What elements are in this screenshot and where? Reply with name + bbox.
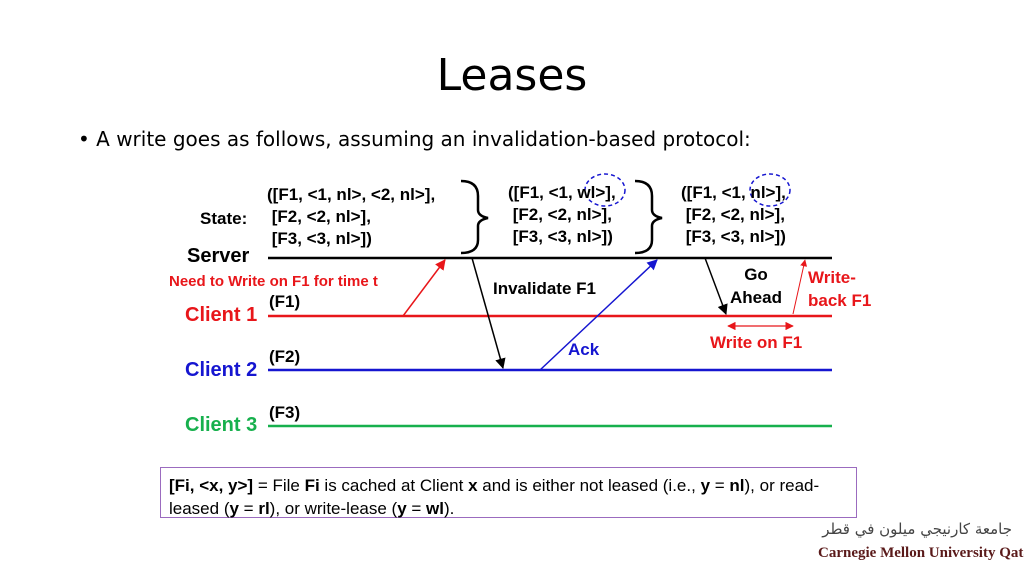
state-block-3: ([F1, <1, nl>], [F2, <2, nl>], [F3, <3, … bbox=[681, 182, 786, 248]
state-block-2: ([F1, <1, wl>], [F2, <2, nl>], [F3, <3, … bbox=[508, 182, 616, 248]
legend-nl: nl bbox=[729, 476, 745, 495]
invalidate-label: Invalidate F1 bbox=[493, 279, 596, 298]
state-2-line-1: ([F1, <1, wl>], bbox=[508, 183, 616, 202]
legend-text: ), or read-leased ( bbox=[169, 476, 820, 518]
client-3-file: (F3) bbox=[269, 403, 301, 422]
legend-rl: rl bbox=[258, 499, 270, 518]
legend-x: x bbox=[468, 476, 478, 495]
legend-y: y bbox=[700, 476, 711, 495]
client-1-file: (F1) bbox=[269, 292, 301, 311]
legend-text: = bbox=[238, 499, 259, 518]
bullet-dot: • bbox=[78, 127, 90, 151]
legend-text: = File bbox=[253, 476, 305, 495]
ack-label: Ack bbox=[568, 340, 600, 359]
write-back-label: Write-back F1 bbox=[808, 266, 871, 312]
legend-text: is cached at Client bbox=[319, 476, 469, 495]
write-back-line-1: Write- bbox=[808, 268, 856, 287]
bullet-text: A write goes as follows, assuming an inv… bbox=[96, 127, 751, 151]
client-1-label: Client 1 bbox=[185, 304, 258, 326]
state-2-line-2: [F2, <2, nl>], bbox=[508, 205, 612, 224]
state-3-line-2: [F2, <2, nl>], bbox=[681, 205, 785, 224]
legend-y: y bbox=[397, 499, 407, 518]
highlight-circle-nl bbox=[749, 173, 791, 207]
legend-fi: Fi bbox=[304, 476, 320, 495]
brace-2 bbox=[634, 179, 663, 255]
brace-1 bbox=[460, 179, 489, 255]
cmu-logo-arabic: جامعة كارنيجي ميلون في قطر bbox=[822, 520, 1012, 538]
state-block-1: ([F1, <1, nl>, <2, nl>], [F2, <2, nl>], … bbox=[267, 184, 435, 250]
go-ahead-line-2: Ahead bbox=[730, 288, 782, 307]
state-1-line-3: [F3, <3, nl>]) bbox=[267, 229, 372, 248]
invalidate-arrow bbox=[471, 257, 506, 370]
state-2-line-3: [F3, <3, nl>]) bbox=[508, 227, 613, 246]
request-arrow bbox=[402, 259, 446, 317]
bullet-point: • A write goes as follows, assuming an i… bbox=[78, 127, 751, 151]
client-2-file: (F2) bbox=[269, 347, 301, 366]
legend-box: [Fi, <x, y>] = File Fi is cached at Clie… bbox=[160, 467, 857, 518]
ack-arrow bbox=[539, 259, 658, 371]
legend-text: = bbox=[710, 476, 730, 495]
legend-wl: wl bbox=[426, 499, 444, 518]
state-3-line-1: ([F1, <1, nl>], bbox=[681, 183, 786, 202]
state-label: State: bbox=[200, 209, 248, 228]
legend-notation: [Fi, <x, y>] bbox=[169, 476, 254, 495]
server-label: Server bbox=[187, 245, 250, 267]
go-ahead-line-1: Go bbox=[744, 265, 768, 284]
highlight-circle-wl bbox=[584, 173, 626, 207]
state-1-line-2: [F2, <2, nl>], bbox=[267, 207, 371, 226]
slide-title: Leases bbox=[436, 50, 588, 101]
write-back-arrow bbox=[792, 259, 808, 315]
client-3-label: Client 3 bbox=[185, 414, 258, 436]
write-on-label: Write on F1 bbox=[710, 333, 803, 352]
legend-text: and is either not leased (i.e., bbox=[477, 476, 701, 495]
legend-y: y bbox=[229, 499, 239, 518]
go-ahead-arrow bbox=[704, 257, 728, 315]
need-write-label: Need to Write on F1 for time t bbox=[169, 273, 378, 290]
legend-text: = bbox=[406, 499, 427, 518]
legend-text: ). bbox=[444, 499, 455, 518]
legend-text: ), or write-lease ( bbox=[269, 499, 398, 518]
cmu-logo-name: Carnegie Mellon University Qatar bbox=[818, 545, 1024, 561]
state-3-line-3: [F3, <3, nl>]) bbox=[681, 227, 786, 246]
client-2-label: Client 2 bbox=[185, 359, 258, 381]
state-1-line-1: ([F1, <1, nl>, <2, nl>], bbox=[267, 185, 436, 204]
write-back-line-2: back F1 bbox=[808, 291, 872, 310]
